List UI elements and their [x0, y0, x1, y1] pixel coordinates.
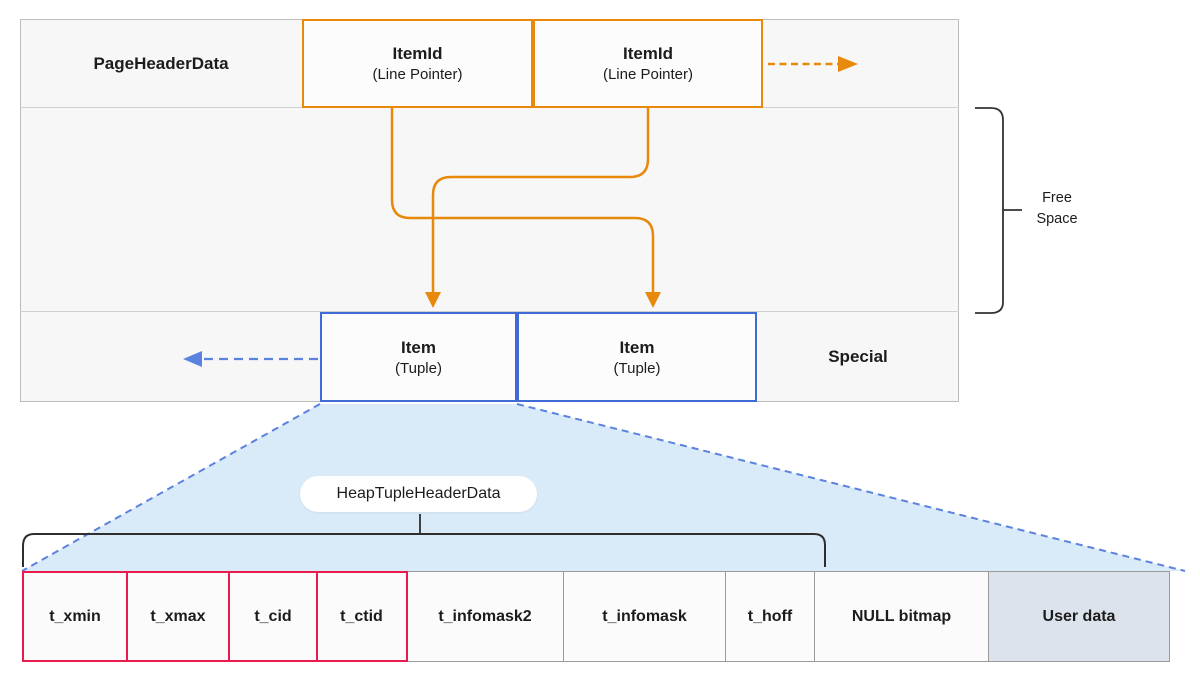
itemid-2-title: ItemId: [622, 44, 674, 63]
heap-tuple-header-pill: HeapTupleHeaderData: [300, 476, 537, 512]
itemid-box-1: ItemId (Line Pointer): [302, 19, 533, 108]
free-space-line2: Space: [1036, 211, 1078, 227]
field-t-infomask2: t_infomask2: [406, 571, 564, 662]
field-t-xmin: t_xmin: [22, 571, 128, 662]
field-user-data: User data: [988, 571, 1170, 662]
tuple-fields-row: t_xmin t_xmax t_cid t_ctid t_infomask2 t…: [22, 571, 1170, 662]
free-space-label: Free Space: [1026, 188, 1088, 230]
page-header-label: PageHeaderData: [93, 53, 229, 73]
item-box-2: Item (Tuple): [517, 312, 757, 402]
itemid-1-subtitle: (Line Pointer): [372, 66, 463, 83]
field-null-bitmap: NULL bitmap: [813, 571, 990, 662]
field-t-cid: t_cid: [228, 571, 318, 662]
item-1-subtitle: (Tuple): [395, 359, 442, 377]
item-row-divider: [20, 311, 959, 312]
item-box-1: Item (Tuple): [320, 312, 517, 402]
field-t-hoff: t_hoff: [725, 571, 815, 662]
itemid-box-2: ItemId (Line Pointer): [533, 19, 763, 108]
item-2-subtitle: (Tuple): [613, 359, 661, 377]
itemid-1-title: ItemId: [392, 44, 443, 63]
field-t-infomask: t_infomask: [562, 571, 727, 662]
field-t-ctid: t_ctid: [315, 571, 408, 662]
special-label: Special: [828, 347, 888, 366]
heap-tuple-header-label: HeapTupleHeaderData: [336, 485, 501, 502]
item-2-title: Item: [619, 337, 655, 357]
item-1-title: Item: [401, 337, 436, 357]
field-t-xmax: t_xmax: [125, 571, 231, 662]
free-space-line1: Free: [1042, 190, 1072, 206]
itemid-2-subtitle: (Line Pointer): [602, 66, 694, 83]
